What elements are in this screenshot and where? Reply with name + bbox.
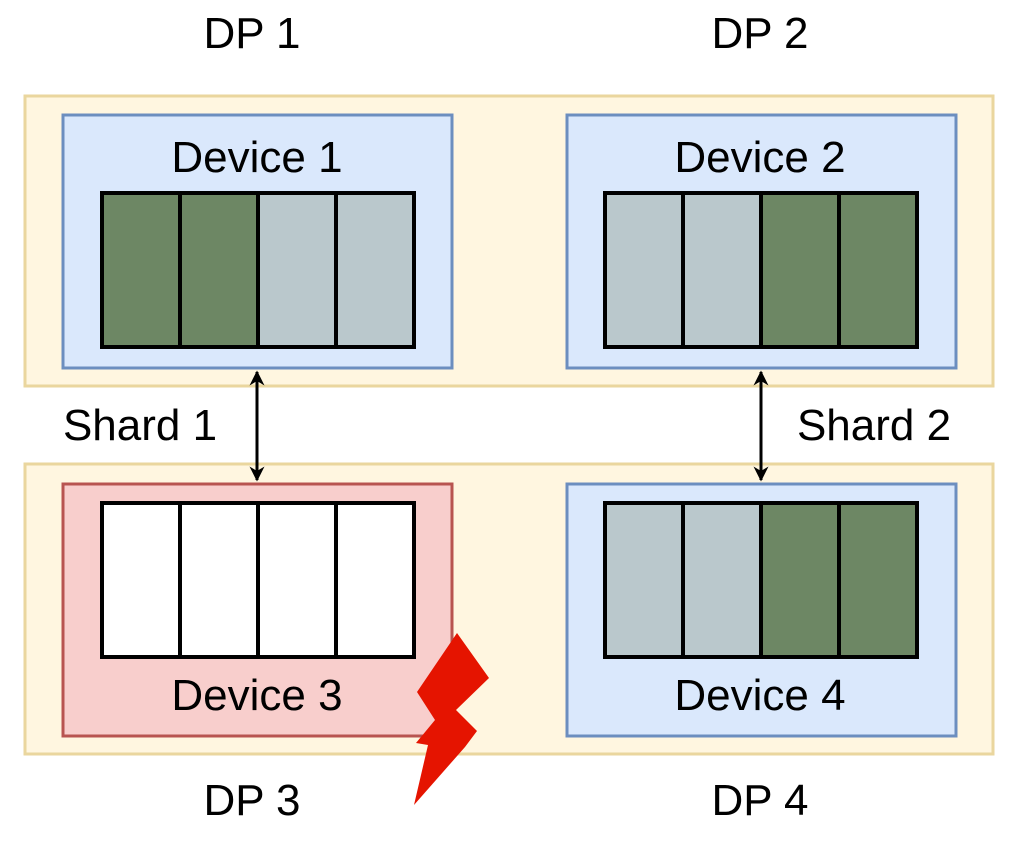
shard-2-label: Shard 2: [797, 401, 951, 450]
memory-cell-empty: [178, 501, 260, 659]
device-label: Device 2: [674, 133, 845, 182]
memory-cell-green: [178, 191, 260, 349]
memory-cell-gray: [603, 191, 685, 349]
memory-cell-green: [759, 191, 841, 349]
memory-cell-empty: [100, 501, 182, 659]
shard-1-label: Shard 1: [63, 401, 217, 450]
device-4: Device 4: [565, 482, 958, 738]
memory-cells: [603, 191, 919, 349]
memory-cell-green: [837, 501, 919, 659]
device-label: Device 1: [171, 133, 342, 182]
memory-cells: [603, 501, 919, 659]
memory-cell-empty: [256, 501, 338, 659]
lightning-bolt-icon: [414, 633, 489, 805]
device-label: Device 4: [674, 671, 845, 720]
dp-label-3: DP 3: [203, 776, 300, 825]
memory-cell-green: [759, 501, 841, 659]
memory-cell-green: [837, 191, 919, 349]
memory-cell-empty: [334, 501, 416, 659]
dp-label-4: DP 4: [711, 776, 808, 825]
memory-cells: [100, 501, 416, 659]
memory-cells: [100, 191, 416, 349]
dp-label-1: DP 1: [203, 9, 300, 58]
dp-label-2: DP 2: [711, 9, 808, 58]
memory-cell-gray: [603, 501, 685, 659]
device-3: Device 3: [61, 482, 454, 738]
device-2: Device 2: [565, 113, 958, 370]
memory-cell-gray: [681, 501, 763, 659]
memory-cell-gray: [681, 191, 763, 349]
device-1: Device 1: [61, 113, 454, 370]
memory-cell-gray: [256, 191, 338, 349]
memory-cell-green: [100, 191, 182, 349]
memory-cell-gray: [334, 191, 416, 349]
device-label: Device 3: [171, 671, 342, 720]
